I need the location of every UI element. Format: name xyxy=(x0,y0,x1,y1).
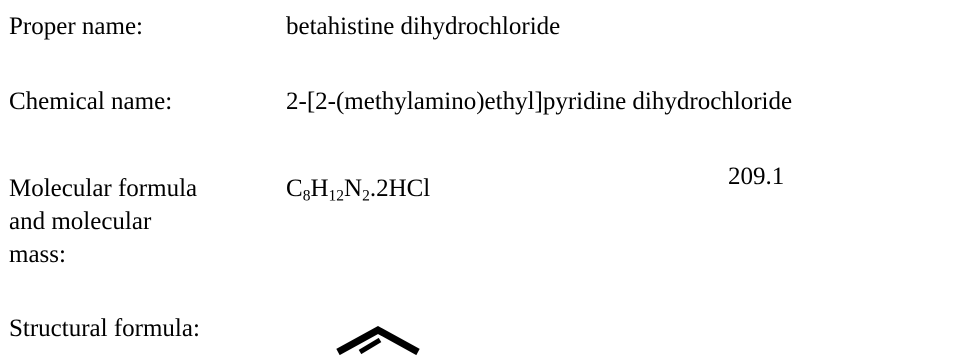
molecular-mass-value: 209.1 xyxy=(728,163,785,190)
proper-name-value: betahistine dihydrochloride xyxy=(286,13,561,40)
chemical-name-label: Chemical name: xyxy=(9,88,173,115)
formula-sub-n: 2 xyxy=(362,187,370,205)
formula-sub-h: 12 xyxy=(328,187,345,205)
formula-element-h: H xyxy=(310,175,329,202)
structural-formula-label: Structural formula: xyxy=(9,315,200,342)
structural-formula-image xyxy=(336,326,420,356)
formula-sub-c: 8 xyxy=(302,187,311,205)
molecular-label-line: and molecular xyxy=(9,208,152,235)
chemical-name-value: 2-[2-(methylamino)ethyl]pyridine dihydro… xyxy=(286,88,793,115)
formula-suffix: .2HCl xyxy=(369,175,431,202)
molecular-label-line: mass: xyxy=(9,241,66,268)
molecular-formula-value: C8H12N2.2HCl xyxy=(286,172,430,205)
molecular-label-line: Molecular formula xyxy=(9,175,198,202)
formula-element-n: N xyxy=(344,175,363,202)
proper-name-label: Proper name: xyxy=(9,13,143,40)
molecular-formula-label: Molecular formula and molecular mass: xyxy=(9,172,279,271)
formula-element-c: C xyxy=(286,175,303,202)
